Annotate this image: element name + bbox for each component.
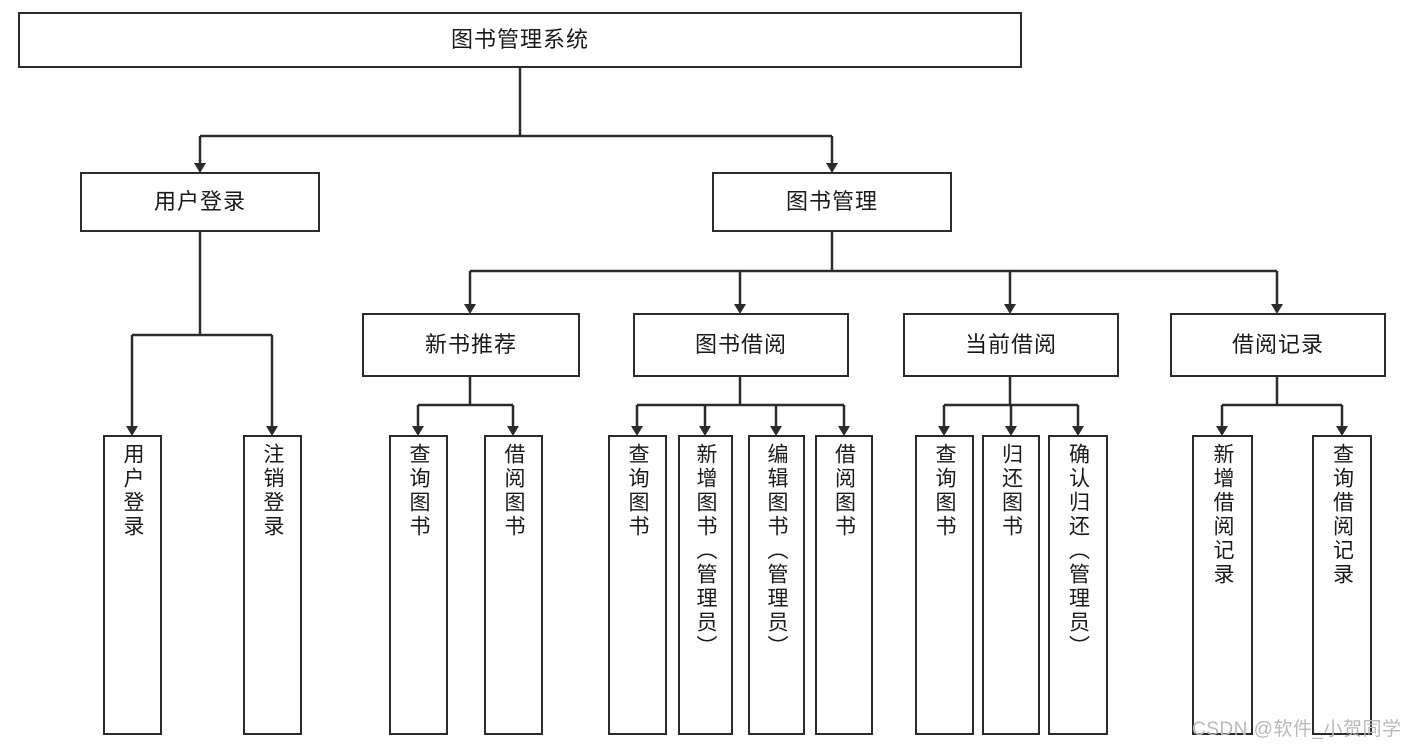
leaf-query-record-label: 查询借阅记录 [1330, 443, 1354, 587]
leaf-borrow-book-1-label: 借阅图书 [502, 443, 525, 539]
leaf-query-book-2-label: 查询图书 [626, 443, 649, 539]
leaf-confirm-return-label: 确认归还（管理员） [1066, 443, 1090, 659]
node-borrow-record[interactable]: 借阅记录 [1170, 313, 1386, 377]
node-user-login[interactable]: 用户登录 [80, 172, 320, 232]
leaf-borrow-book-2-label: 借阅图书 [832, 443, 856, 539]
node-current-borrow[interactable]: 当前借阅 [903, 313, 1119, 377]
leaf-query-book-3-label: 查询图书 [933, 443, 956, 539]
leaf-add-record[interactable]: 新增借阅记录 [1192, 435, 1253, 735]
leaf-add-book[interactable]: 新增图书（管理员） [678, 435, 733, 735]
leaf-confirm-return[interactable]: 确认归还（管理员） [1048, 435, 1108, 735]
node-borrow-record-label: 借阅记录 [1231, 332, 1324, 358]
node-new-book-recommend-label: 新书推荐 [424, 332, 517, 358]
leaf-add-book-label: 新增图书（管理员） [694, 443, 717, 659]
node-root[interactable]: 图书管理系统 [18, 12, 1022, 68]
leaf-borrow-book-2[interactable]: 借阅图书 [815, 435, 873, 735]
leaf-user-login-label: 用户登录 [121, 443, 144, 539]
node-book-manage[interactable]: 图书管理 [712, 172, 952, 232]
leaf-query-book-1[interactable]: 查询图书 [389, 435, 448, 735]
leaf-edit-book-label: 编辑图书（管理员） [765, 443, 788, 659]
node-root-label: 图书管理系统 [450, 27, 589, 53]
leaf-logout-label: 注销登录 [261, 443, 284, 539]
node-user-login-label: 用户登录 [153, 189, 246, 215]
node-book-borrow[interactable]: 图书借阅 [633, 313, 849, 377]
leaf-user-login[interactable]: 用户登录 [103, 435, 162, 735]
leaf-query-record[interactable]: 查询借阅记录 [1312, 435, 1372, 735]
leaf-return-book[interactable]: 归还图书 [982, 435, 1040, 735]
node-book-manage-label: 图书管理 [785, 189, 878, 215]
csdn-watermark: CSDN @软件_小贺同学 [1192, 719, 1402, 740]
leaf-logout[interactable]: 注销登录 [243, 435, 302, 735]
node-new-book-recommend[interactable]: 新书推荐 [362, 313, 580, 377]
leaf-return-book-label: 归还图书 [999, 443, 1023, 539]
leaf-borrow-book-1[interactable]: 借阅图书 [484, 435, 543, 735]
leaf-edit-book[interactable]: 编辑图书（管理员） [748, 435, 805, 735]
leaf-add-record-label: 新增借阅记录 [1211, 443, 1234, 587]
node-current-borrow-label: 当前借阅 [964, 332, 1057, 358]
leaf-query-book-2[interactable]: 查询图书 [608, 435, 667, 735]
node-book-borrow-label: 图书借阅 [694, 332, 787, 358]
leaf-query-book-1-label: 查询图书 [407, 443, 430, 539]
leaf-query-book-3[interactable]: 查询图书 [915, 435, 974, 735]
